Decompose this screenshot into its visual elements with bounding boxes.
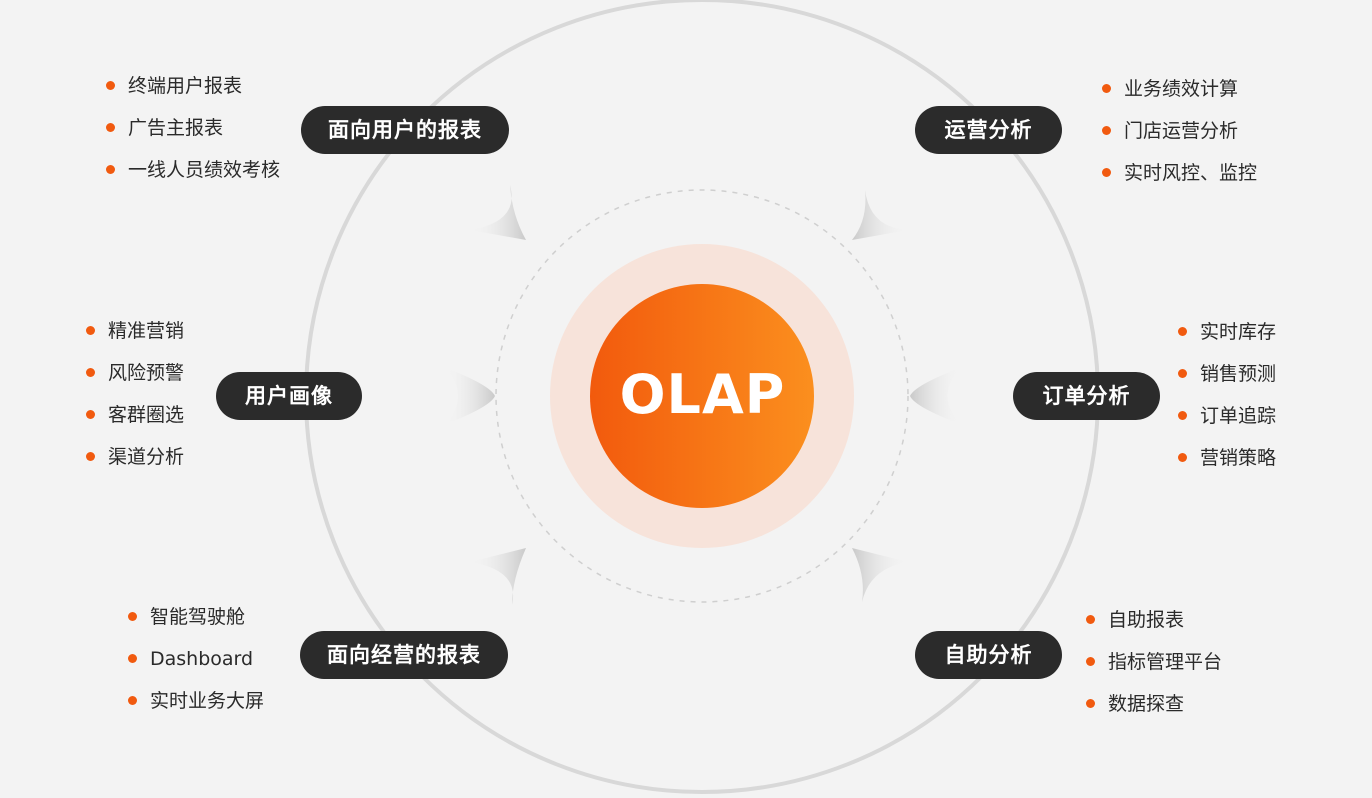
list-item: 实时业务大屏: [128, 680, 264, 722]
list-item: 渠道分析: [86, 436, 184, 478]
node-user-report-title: 面向用户的报表: [301, 106, 509, 154]
arrow-bottom-left: [470, 548, 526, 605]
list-item: 实时风控、监控: [1102, 152, 1257, 194]
bullet-dot: [86, 368, 95, 377]
arrow-bottom-right: [852, 548, 908, 602]
arrow-left: [446, 368, 495, 424]
list-item: 数据探查: [1086, 683, 1222, 725]
bullet-dot: [1178, 411, 1187, 420]
node-user-profile-list: 精准营销 风险预警 客群圈选 渠道分析: [86, 310, 184, 478]
list-item: 实时库存: [1178, 311, 1276, 353]
node-operations-title: 运营分析: [915, 106, 1062, 154]
node-operations-list: 业务绩效计算 门店运营分析 实时风控、监控: [1102, 68, 1257, 194]
list-item: 门店运营分析: [1102, 110, 1257, 152]
bullet-dot: [128, 654, 137, 663]
list-item: Dashboard: [128, 638, 264, 680]
node-user-report-list: 终端用户报表 广告主报表 一线人员绩效考核: [106, 65, 280, 191]
node-business-report-list: 智能驾驶舱 Dashboard 实时业务大屏: [128, 596, 264, 722]
core-circle: [590, 284, 814, 508]
bullet-dot: [128, 612, 137, 621]
list-item: 指标管理平台: [1086, 641, 1222, 683]
list-item: 智能驾驶舱: [128, 596, 264, 638]
node-self-service-list: 自助报表 指标管理平台 数据探查: [1086, 599, 1222, 725]
bullet-dot: [1178, 327, 1187, 336]
node-business-report-title: 面向经营的报表: [300, 631, 508, 679]
core-label: OLAP: [619, 363, 786, 426]
bullet-dot: [1102, 126, 1111, 135]
bullet-dot: [1086, 615, 1095, 624]
list-item: 业务绩效计算: [1102, 68, 1257, 110]
node-order-list: 实时库存 销售预测 订单追踪 营销策略: [1178, 311, 1276, 479]
list-item: 销售预测: [1178, 353, 1276, 395]
bullet-dot: [1102, 84, 1111, 93]
bullet-dot: [86, 326, 95, 335]
list-item: 自助报表: [1086, 599, 1222, 641]
node-user-profile-title: 用户画像: [216, 372, 362, 420]
bullet-dot: [106, 165, 115, 174]
list-item: 一线人员绩效考核: [106, 149, 280, 191]
bullet-dot: [86, 410, 95, 419]
bullet-dot: [1102, 168, 1111, 177]
list-item: 终端用户报表: [106, 65, 280, 107]
dashed-ring: [495, 189, 909, 603]
arrow-right: [910, 368, 960, 424]
list-item: 精准营销: [86, 310, 184, 352]
bullet-dot: [1178, 453, 1187, 462]
bullet-dot: [106, 81, 115, 90]
arrow-top-left: [470, 185, 526, 240]
bullet-dot: [128, 696, 137, 705]
bullet-dot: [1178, 369, 1187, 378]
list-item: 风险预警: [86, 352, 184, 394]
list-item: 广告主报表: [106, 107, 280, 149]
list-item: 订单追踪: [1178, 395, 1276, 437]
bullet-dot: [106, 123, 115, 132]
list-item: 客群圈选: [86, 394, 184, 436]
bullet-dot: [1086, 699, 1095, 708]
arrow-top-right: [852, 190, 908, 240]
node-order-title: 订单分析: [1013, 372, 1160, 420]
node-self-service-title: 自助分析: [915, 631, 1062, 679]
bullet-dot: [86, 452, 95, 461]
bullet-dot: [1086, 657, 1095, 666]
list-item: 营销策略: [1178, 437, 1276, 479]
